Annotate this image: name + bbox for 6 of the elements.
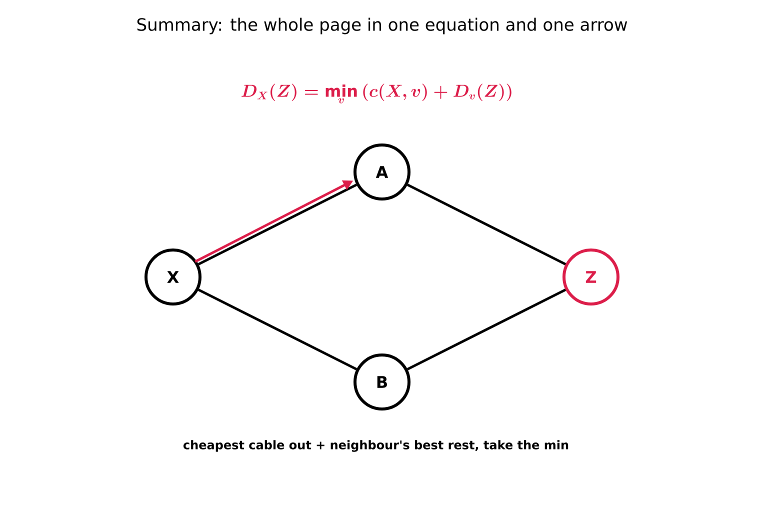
- connector-line: [406, 288, 566, 370]
- connector-line: [406, 184, 566, 266]
- equation: $D_{X}(Z) = \min_{v} \left( c(X, v) + D_{v}(Z) \right)$: [241, 84, 512, 104]
- title: Summary: the whole page in one equation and one arrow: [137, 18, 628, 34]
- caption: cheapest cable out + neighbour's best rest, take the min: [183, 440, 568, 452]
- connector-line: [198, 288, 358, 370]
